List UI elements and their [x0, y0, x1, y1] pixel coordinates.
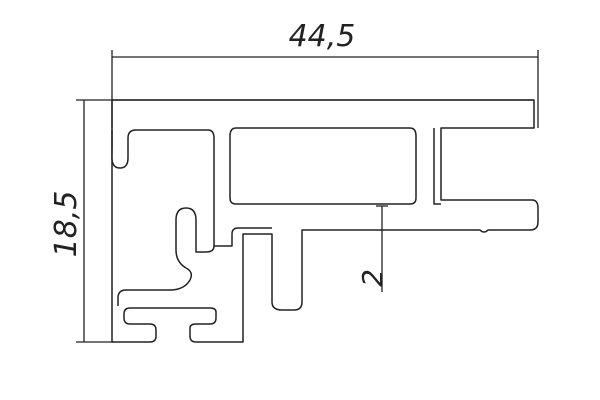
- inner-chamber: [229, 127, 417, 205]
- right-slot: [433, 128, 441, 205]
- inner-step: [214, 227, 272, 247]
- wall-thickness-dimension: [376, 205, 388, 292]
- width-dimension: [111, 50, 539, 128]
- width-dimension-label: 44,5: [289, 19, 356, 54]
- wall-thickness-label: 2: [356, 269, 389, 287]
- left-hook-groove: [111, 129, 215, 306]
- profile-outline: [111, 99, 539, 343]
- height-dimension-label: 18,5: [49, 191, 84, 258]
